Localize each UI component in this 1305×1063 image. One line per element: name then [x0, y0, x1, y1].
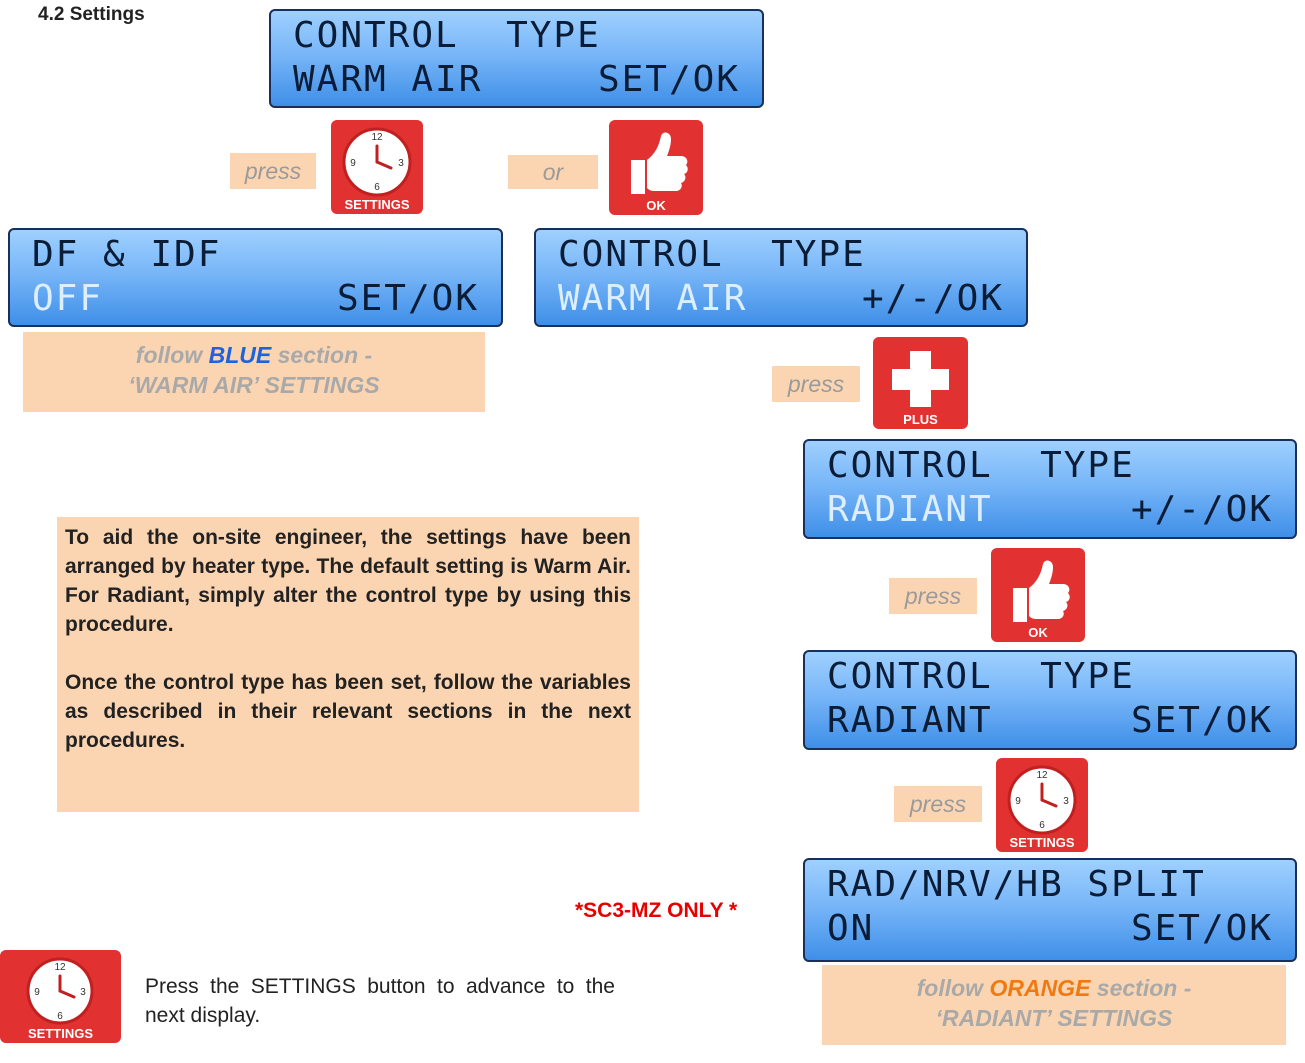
clock-icon: 12 3 6 9	[1007, 765, 1077, 835]
lcd-line-2-value: OFF	[32, 278, 104, 319]
svg-text:6: 6	[374, 182, 380, 193]
svg-text:6: 6	[57, 1011, 63, 1022]
note-line-2: ‘WARM AIR’ SETTINGS	[128, 372, 380, 398]
lcd-line-1: CONTROL TYPE	[293, 15, 601, 56]
page-heading: 4.2 Settings	[38, 4, 145, 25]
svg-text:9: 9	[1015, 796, 1021, 807]
svg-text:3: 3	[398, 158, 404, 169]
ok-button-caption: OK	[646, 198, 666, 213]
lcd-line-1: CONTROL TYPE	[558, 234, 866, 275]
svg-text:12: 12	[1036, 770, 1048, 781]
note-text: section -	[1090, 975, 1192, 1001]
svg-text:3: 3	[1063, 796, 1069, 807]
lcd-line-1: CONTROL TYPE	[827, 656, 1135, 697]
plus-button-caption: PLUS	[903, 412, 938, 427]
clock-icon: 12 3 6 9	[26, 957, 94, 1025]
lcd-line-1: DF & IDF	[32, 234, 222, 275]
lcd-line-2-value: RADIANT	[827, 489, 993, 530]
lcd-line-2-value: WARM AIR	[558, 278, 748, 319]
lcd-line-2-value: WARM AIR	[293, 59, 483, 100]
ok-button[interactable]: OK	[991, 548, 1085, 642]
note-text: follow	[135, 342, 209, 368]
lcd-df-idf-off: DF & IDF OFF SET/OK	[8, 228, 503, 327]
note-line-2: ‘RADIANT’ SETTINGS	[935, 1005, 1173, 1031]
lcd-control-type-radiant-adjust: CONTROL TYPE RADIANT +/-/OK	[803, 439, 1297, 539]
plus-button[interactable]: PLUS	[873, 337, 968, 429]
svg-text:6: 6	[1039, 820, 1045, 831]
svg-text:12: 12	[371, 132, 383, 143]
thumbs-up-icon	[631, 132, 688, 194]
lcd-control-type-warm-air-adjust: CONTROL TYPE WARM AIR +/-/OK	[534, 228, 1028, 327]
orange-section-note: follow ORANGE section - ‘RADIANT’ SETTIN…	[822, 965, 1286, 1045]
sc3-mz-only-note: *SC3-MZ ONLY *	[575, 899, 738, 922]
settings-button-caption: SETTINGS	[27, 1026, 93, 1041]
blue-section-note: follow BLUE section - ‘WARM AIR’ SETTING…	[23, 332, 485, 412]
lcd-line-1: RAD/NRV/HB SPLIT	[827, 864, 1206, 905]
info-paragraph-2: Once the control type has been set, foll…	[65, 671, 631, 752]
footer-instruction: Press the SETTINGS button to advance to …	[145, 975, 615, 1027]
press-label: press	[772, 366, 860, 402]
lcd-line-2-value: RADIANT	[827, 700, 993, 741]
lcd-line-2-action: SET/OK	[336, 278, 479, 319]
svg-text:9: 9	[350, 158, 356, 169]
press-label: press	[894, 786, 982, 822]
info-paragraph-1: To aid the on-site engineer, the setting…	[65, 526, 631, 636]
note-keyword-orange: ORANGE	[989, 975, 1091, 1001]
thumbs-up-icon	[1013, 560, 1070, 622]
ok-button[interactable]: OK	[609, 120, 703, 215]
lcd-control-type-radiant-set: CONTROL TYPE RADIANT SET/OK	[803, 650, 1297, 750]
settings-button[interactable]: 12 3 6 9 SETTINGS	[331, 120, 423, 214]
settings-button[interactable]: 12 3 6 9 SETTINGS	[996, 758, 1088, 852]
press-label: press	[230, 153, 316, 189]
lcd-line-2-action: SET/OK	[1130, 908, 1273, 949]
clock-icon: 12 3 6 9	[342, 127, 412, 197]
lcd-line-2-action: SET/OK	[1130, 700, 1273, 741]
lcd-control-type-warm-air-set: CONTROL TYPE WARM AIR SET/OK	[269, 9, 764, 108]
or-label: or	[508, 155, 598, 189]
settings-button-legend: 12 3 6 9 SETTINGS	[0, 950, 121, 1043]
info-panel: To aid the on-site engineer, the setting…	[57, 517, 639, 812]
lcd-line-2-value: ON	[827, 908, 875, 949]
note-keyword-blue: BLUE	[208, 342, 272, 368]
settings-button-caption: SETTINGS	[1009, 835, 1075, 850]
lcd-line-2-action: +/-/OK	[861, 278, 1004, 319]
settings-button-caption: SETTINGS	[344, 197, 410, 212]
lcd-line-2-action: +/-/OK	[1130, 489, 1273, 530]
lcd-line-2-action: SET/OK	[597, 59, 740, 100]
svg-text:12: 12	[54, 962, 66, 973]
note-text: follow	[916, 975, 990, 1001]
note-text: section -	[271, 342, 373, 368]
plus-icon	[892, 351, 949, 407]
lcd-line-1: CONTROL TYPE	[827, 445, 1135, 486]
svg-text:3: 3	[80, 987, 86, 998]
svg-text:9: 9	[34, 987, 40, 998]
lcd-rad-nrv-hb-split: RAD/NRV/HB SPLIT ON SET/OK	[803, 858, 1297, 962]
ok-button-caption: OK	[1028, 625, 1048, 640]
press-label: press	[889, 578, 977, 614]
